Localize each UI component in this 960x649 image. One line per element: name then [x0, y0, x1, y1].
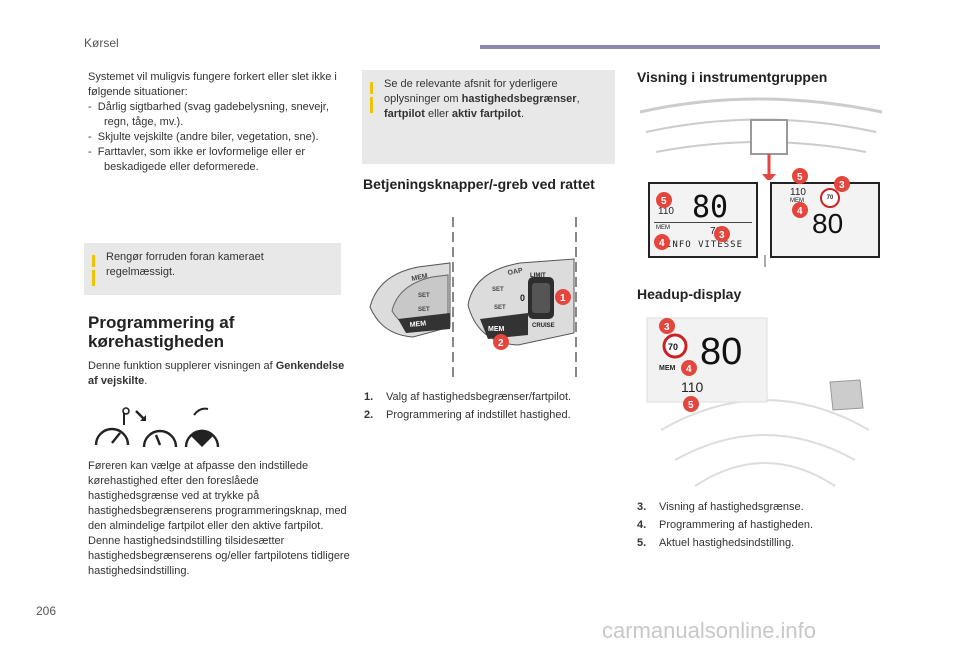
- tip-box: Rengør forruden foran kameraet regelmæss…: [84, 243, 341, 295]
- subsection-heading: Headup-display: [637, 286, 742, 302]
- callout-badge-3: 3: [659, 318, 675, 334]
- intro-text: Systemet vil muligvis fungere forkert el…: [88, 71, 337, 98]
- callout-badge-3: 3: [834, 176, 850, 192]
- cluster-display-right: 110 MEM 70 80: [770, 182, 880, 258]
- speed-limit: 110: [658, 206, 674, 217]
- body-paragraph-2: Føreren kan vælge at afpasse den indstil…: [88, 460, 350, 577]
- intro-block: Systemet vil muligvis fungere forkert el…: [88, 70, 350, 175]
- subsection-heading: Visning i instrumentgruppen: [637, 69, 828, 85]
- hud-mem-label: MEM: [659, 365, 676, 372]
- header-accent-bar: [480, 45, 880, 49]
- cluster-callouts: 5 3 4 5 3 4: [654, 168, 850, 250]
- stalk-label: 0: [520, 293, 525, 303]
- speed-icons-figure: [94, 407, 220, 448]
- list-item: 1.Valg af hastighedsbegrænser/fartpilot.: [364, 391, 572, 403]
- svg-text:5: 5: [688, 400, 694, 411]
- callout-badge-4: 4: [681, 360, 697, 376]
- cluster-display-left: 80 110 MEM 70 INFO VITESSE: [648, 182, 758, 258]
- section-heading: Programmering af kørehastigheden: [88, 313, 235, 351]
- stalk-label: SET: [418, 307, 430, 313]
- display-legend-list: 3.Visning af hastighedsgrænse. 4.Program…: [637, 500, 887, 554]
- list-item: - Dårlig sigtbarhed (svag gadebelysning,…: [88, 101, 329, 128]
- list-item: 4.Programmering af hastigheden.: [637, 519, 814, 531]
- svg-text:4: 4: [686, 364, 692, 375]
- hud-speed-limit: 110: [681, 379, 704, 395]
- svg-text:3: 3: [719, 230, 725, 241]
- tip-text: Se de relevante afsnit for yderligere op…: [384, 78, 580, 120]
- stalk-label: MEM: [488, 326, 505, 333]
- dashboard-sketch: [639, 97, 883, 180]
- svg-text:5: 5: [797, 172, 803, 183]
- callout-badge-5: 5: [656, 192, 672, 208]
- svg-text:4: 4: [797, 206, 803, 217]
- stalk-label: SET: [492, 287, 504, 293]
- callout-badge-5: 5: [792, 168, 808, 184]
- flag-icon: [122, 407, 130, 425]
- speedometer-icon: [94, 427, 130, 446]
- stalk-label: MEM: [411, 273, 429, 283]
- hud-speed-sign: 70: [668, 342, 678, 352]
- mem-label: MEM: [790, 198, 804, 204]
- stalk-label: CRUISE: [532, 323, 555, 329]
- stalk-label: SET: [494, 305, 506, 311]
- svg-text:3: 3: [664, 322, 670, 333]
- tip-text: Rengør forruden foran kameraet regelmæss…: [106, 251, 264, 278]
- speedometer-filled-icon: [184, 407, 220, 448]
- section-title: Kørsel: [84, 36, 119, 50]
- list-item: - Farttavler, som ikke er lovformelige e…: [88, 146, 306, 173]
- stalk-label: SET: [418, 293, 430, 299]
- stalk-label: MEM: [409, 320, 426, 329]
- callout-badge-3: 3: [714, 226, 730, 242]
- callout-badge-4: 4: [792, 202, 808, 218]
- callout-badge-4: 4: [654, 234, 670, 250]
- page-number: 206: [36, 604, 57, 618]
- svg-text:1: 1: [560, 293, 566, 304]
- speed-sign-icon: [662, 333, 688, 359]
- hud-current-speed: 80: [700, 331, 742, 373]
- mem-label: MEM: [656, 225, 670, 231]
- list-item: 3.Visning af hastighedsgrænse.: [637, 501, 804, 513]
- tip-box: Se de relevante afsnit for yderligere op…: [362, 70, 615, 164]
- info-icon: [370, 82, 373, 113]
- callout-badge-2: 2: [493, 334, 509, 350]
- current-speed: 80: [812, 208, 844, 239]
- callout-badge-5: 5: [683, 396, 699, 412]
- info-line: INFO VITESSE: [666, 240, 744, 250]
- list-item: 5.Aktuel hastighedsindstilling.: [637, 537, 795, 549]
- svg-text:2: 2: [498, 338, 504, 349]
- speedometer-icon: [142, 429, 178, 448]
- list-item: 2.Programmering af indstillet hastighed.: [364, 409, 571, 421]
- stalk-legend-list: 1.Valg af hastighedsbegrænser/fartpilot.…: [364, 390, 614, 426]
- svg-text:4: 4: [659, 238, 665, 249]
- stalk-label: LIMIT: [530, 273, 546, 279]
- subsection-heading: Betjeningsknapper/-greb ved rattet: [363, 176, 595, 192]
- stalk-label: OAP: [507, 267, 523, 277]
- body-paragraph-1: Denne funktion supplerer visningen af Ge…: [88, 360, 345, 387]
- steering-stalk-illustration: MEM SET SET MEM OAP SET SET MEM LIMIT CR…: [369, 217, 577, 378]
- speed-limit: 110: [790, 187, 806, 198]
- speed-sign: 70: [820, 188, 840, 208]
- callout-badge-1: 1: [555, 289, 571, 305]
- situation-list: - Dårlig sigtbarhed (svag gadebelysning,…: [88, 100, 350, 175]
- svg-text:5: 5: [661, 196, 667, 207]
- current-speed: 80: [692, 190, 729, 225]
- list-item: - Skjulte vejskilte (andre biler, vegeta…: [88, 131, 319, 143]
- svg-text:3: 3: [839, 180, 845, 191]
- info-icon: [92, 255, 95, 286]
- arrow-down-icon: [135, 410, 146, 421]
- hud-illustration: 70 80 MEM 110 3 4 5: [646, 317, 870, 487]
- watermark: carmanualsonline.info: [602, 618, 817, 643]
